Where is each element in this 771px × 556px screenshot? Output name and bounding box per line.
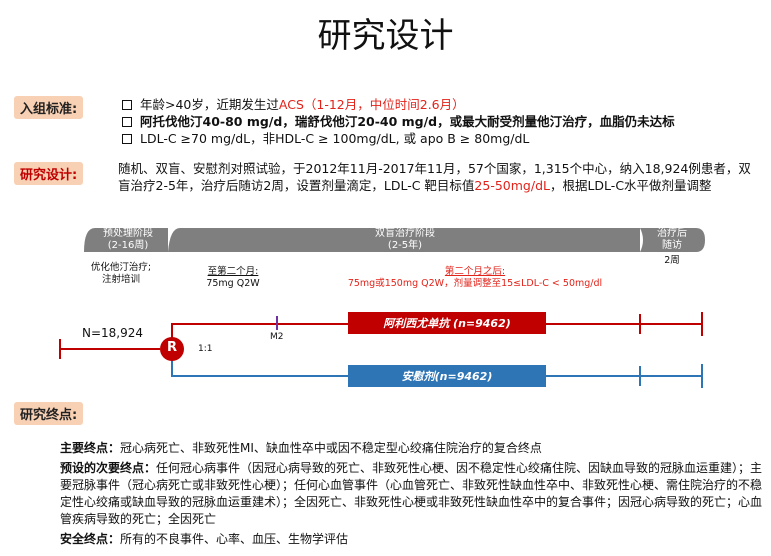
drug-arm-bar bbox=[348, 312, 546, 334]
criteria-text: 阿托伐他汀40-80 mg/d，瑞舒伐他汀20-40 mg/d，或最大耐受剂量他… bbox=[140, 114, 675, 129]
secondary-endpoint: 预设的次要终点：任何冠心病事件（因冠心病导致的死亡、非致死性心梗、因不稳定性心绞… bbox=[60, 460, 765, 528]
post-phase-bar bbox=[640, 228, 705, 252]
pre-phase-name: 预处理阶段 bbox=[103, 228, 153, 239]
criteria-item: LDL-C ≥70 mg/dL，非HDL-C ≥ 100mg/dL, 或 apo… bbox=[118, 130, 758, 147]
first-dose-title: 至第二个月: bbox=[207, 266, 259, 277]
endpoints-list: 主要终点：冠心病死亡、非致死性MI、缺血性卒中或因不稳定型心绞痛住院治疗的复合终… bbox=[60, 440, 765, 551]
secondary-endpoint-label: 预设的次要终点： bbox=[60, 461, 157, 475]
post-phase-name2: 随访 bbox=[662, 240, 682, 251]
randomization-label: R bbox=[166, 340, 177, 355]
pre-phase-bar bbox=[84, 228, 168, 252]
ratio-label: 1:1 bbox=[198, 344, 213, 354]
first-dose-block: 至第二个月: 75mg Q2W bbox=[188, 266, 278, 290]
criteria-text: 年龄>40岁，近期发生过 bbox=[140, 97, 279, 112]
second-dose-text: 75mg或150mg Q2W，剂量调整至15≤LDL-C < 50mg/dl bbox=[347, 278, 603, 289]
double-blind-phase-label: 双盲治疗阶段 (2-5年) bbox=[350, 228, 460, 252]
sample-size: N=18,924 bbox=[82, 326, 144, 340]
post-phase-duration: 2周 bbox=[664, 255, 680, 266]
safety-endpoint-text: 所有的不良事件、心率、血压、生物学评估 bbox=[120, 532, 349, 546]
design-label: 研究设计: bbox=[14, 162, 84, 185]
criteria-item: 年龄>40岁，近期发生过ACS（1-12月，中位时间2.6月） bbox=[118, 96, 758, 113]
criteria-item: 阿托伐他汀40-80 mg/d，瑞舒伐他汀20-40 mg/d，或最大耐受剂量他… bbox=[118, 113, 758, 130]
page-title: 研究设计 bbox=[317, 16, 454, 56]
design-description: 随机、双盲、安慰剂对照试验，于2012年11月-2017年11月，57个国家，1… bbox=[118, 160, 758, 194]
post-phase-label: 治疗后 随访 bbox=[644, 228, 700, 252]
pre-phase-note1: 优化他汀治疗; bbox=[90, 262, 152, 273]
safety-endpoint-label: 安全终点： bbox=[60, 532, 121, 546]
pre-phase-note2: 注射培训 bbox=[101, 274, 140, 285]
placebo-arm-bar bbox=[348, 365, 546, 387]
endpoints-label: 研究终点: bbox=[14, 402, 84, 425]
checkbox-icon bbox=[122, 100, 132, 110]
design-target: 25-50mg/dL bbox=[474, 178, 550, 193]
pre-phase-label: 预处理阶段 (2-16周) bbox=[90, 228, 166, 252]
safety-endpoint: 安全终点：所有的不良事件、心率、血压、生物学评估 bbox=[60, 531, 765, 548]
m2-label: M2 bbox=[270, 332, 284, 342]
criteria-text: LDL-C ≥70 mg/dL，非HDL-C ≥ 100mg/dL, 或 apo… bbox=[140, 131, 530, 146]
placebo-arm-label: 安慰剂(n=9462) bbox=[401, 370, 493, 383]
double-blind-phase-duration: (2-5年) bbox=[387, 240, 423, 251]
double-blind-phase-name: 双盲治疗阶段 bbox=[375, 228, 435, 239]
second-dose-block: 第二个月之后: 75mg或150mg Q2W，剂量调整至15≤LDL-C < 5… bbox=[330, 266, 620, 290]
primary-endpoint-text: 冠心病死亡、非致死性MI、缺血性卒中或因不稳定型心绞痛住院治疗的复合终点 bbox=[120, 441, 542, 455]
pre-phase-note: 优化他汀治疗; 注射培训 bbox=[66, 262, 176, 286]
primary-endpoint-label: 主要终点： bbox=[60, 441, 121, 455]
first-dose-text: 75mg Q2W bbox=[206, 278, 260, 289]
drug-arm-label: 阿利西尤单抗 (n=9462) bbox=[383, 317, 511, 330]
inclusion-criteria: 年龄>40岁，近期发生过ACS（1-12月，中位时间2.6月） 阿托伐他汀40-… bbox=[118, 96, 758, 147]
second-dose-title: 第二个月之后: bbox=[444, 266, 506, 277]
post-phase-name: 治疗后 bbox=[657, 228, 687, 239]
design-text-end: ，根据LDL-C水平做剂量调整 bbox=[549, 178, 712, 193]
design-text: 随机、双盲、安慰剂对照试验，于2012年11月-2017年11月，57个国家，1… bbox=[118, 161, 751, 193]
criteria-highlight: ACS（1-12月，中位时间2.6月） bbox=[278, 97, 465, 112]
primary-endpoint: 主要终点：冠心病死亡、非致死性MI、缺血性卒中或因不稳定型心绞痛住院治疗的复合终… bbox=[60, 440, 765, 457]
pre-phase-duration: (2-16周) bbox=[107, 240, 149, 251]
checkbox-icon bbox=[122, 134, 132, 144]
secondary-endpoint-text: 任何冠心病事件（因冠心病导致的死亡、非致死性心梗、因不稳定性心绞痛住院、因缺血导… bbox=[60, 461, 763, 526]
inclusion-label: 入组标准: bbox=[14, 96, 84, 119]
checkbox-icon bbox=[122, 117, 132, 127]
double-blind-phase-bar bbox=[168, 228, 640, 252]
randomization-circle bbox=[160, 337, 184, 361]
